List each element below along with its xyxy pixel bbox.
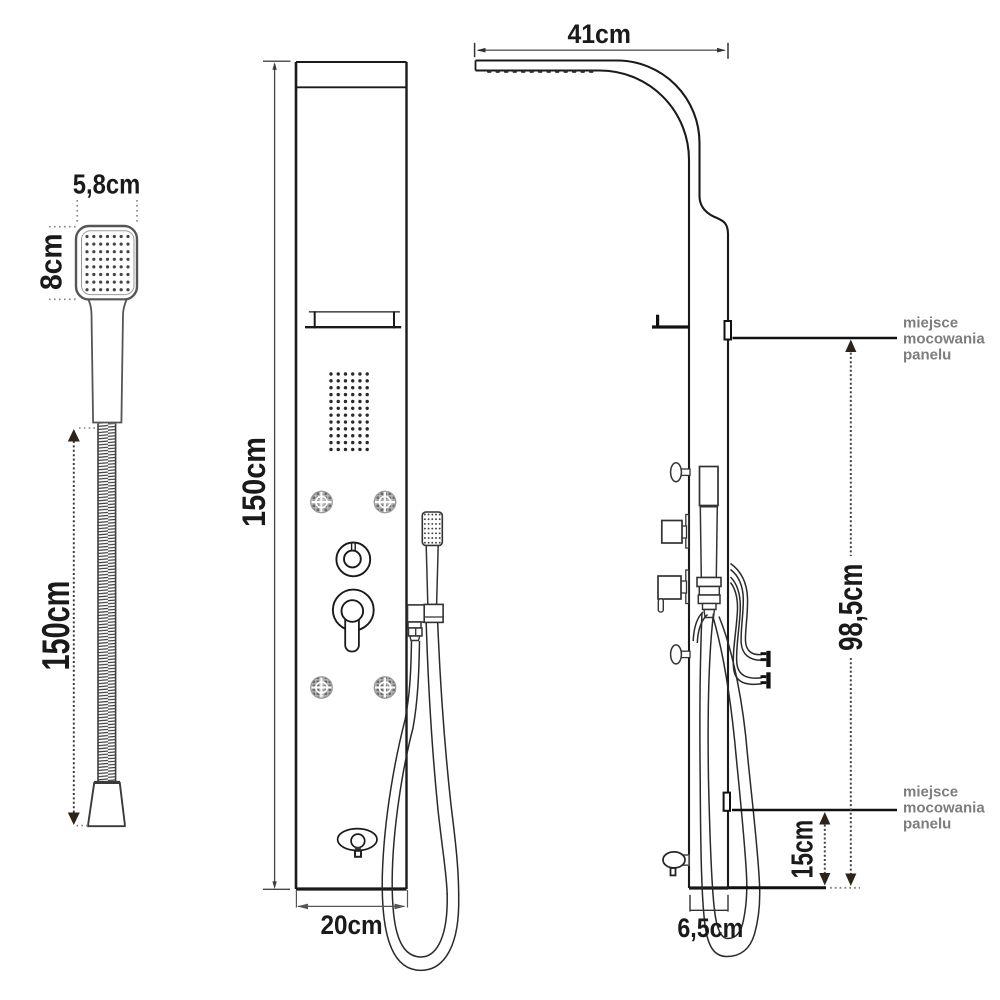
svg-text:98,5cm: 98,5cm (833, 564, 870, 651)
svg-text:8cm: 8cm (34, 234, 69, 290)
svg-text:panelu: panelu (903, 347, 951, 364)
svg-text:41cm: 41cm (567, 20, 631, 49)
svg-text:mocowania: mocowania (903, 331, 985, 348)
svg-text:mocowania: mocowania (903, 800, 985, 817)
svg-text:6,5cm: 6,5cm (677, 913, 743, 943)
svg-text:150cm: 150cm (235, 437, 272, 527)
svg-text:20cm: 20cm (320, 911, 382, 940)
svg-text:15cm: 15cm (784, 820, 819, 879)
svg-text:miejsce: miejsce (903, 315, 958, 332)
svg-text:panelu: panelu (903, 816, 951, 833)
svg-text:5,8cm: 5,8cm (73, 168, 140, 200)
svg-text:150cm: 150cm (35, 581, 78, 671)
svg-text:miejsce: miejsce (903, 784, 958, 801)
